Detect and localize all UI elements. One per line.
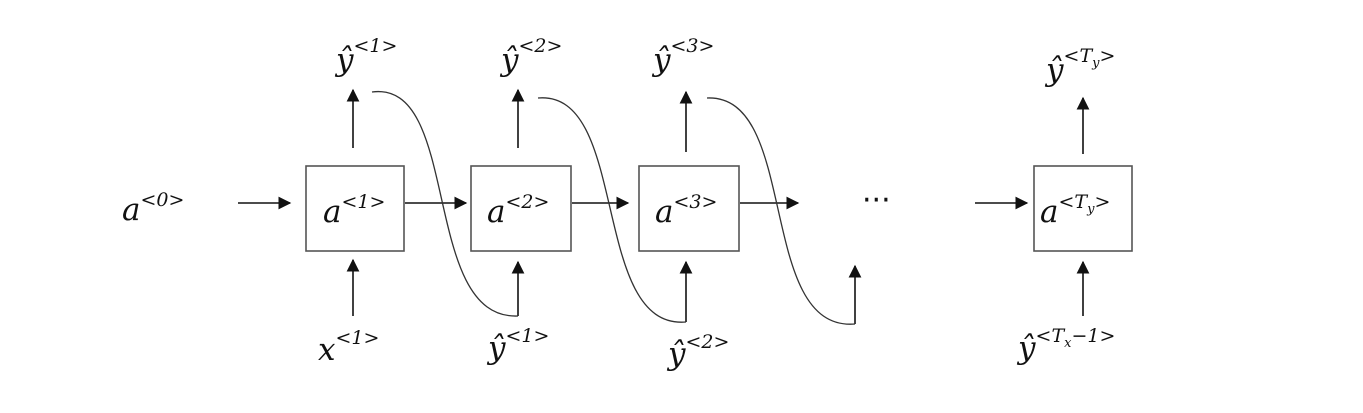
feedback-curve-1 xyxy=(371,91,519,317)
ellipsis: ··· xyxy=(862,183,891,218)
feedback-curve-3 xyxy=(706,97,856,325)
output-label-last: ŷ<Ty> xyxy=(1044,45,1115,88)
cell-label-last: a<Ty> xyxy=(1040,191,1110,230)
output-label-3: ŷ<3> xyxy=(651,35,714,78)
cell-label-1: a<1> xyxy=(323,191,385,230)
cell-box-1 xyxy=(305,165,405,252)
cell-label-2: a<2> xyxy=(487,191,549,230)
output-label-2: ŷ<2> xyxy=(499,35,562,78)
initial-activation-label: a<0> xyxy=(122,189,184,228)
output-label-1: ŷ<1> xyxy=(334,35,397,78)
cell-box-3 xyxy=(638,165,740,252)
feedback-curve-2 xyxy=(537,97,687,323)
cell-box-last xyxy=(1033,165,1133,252)
input-label-1: x<1> xyxy=(318,327,379,368)
cell-box-2 xyxy=(470,165,572,252)
input-label-last: ŷ<Tx−1> xyxy=(1016,325,1115,366)
input-label-3: ŷ<2> xyxy=(666,331,729,372)
input-label-2: ŷ<1> xyxy=(486,325,549,366)
cell-label-3: a<3> xyxy=(655,191,717,230)
